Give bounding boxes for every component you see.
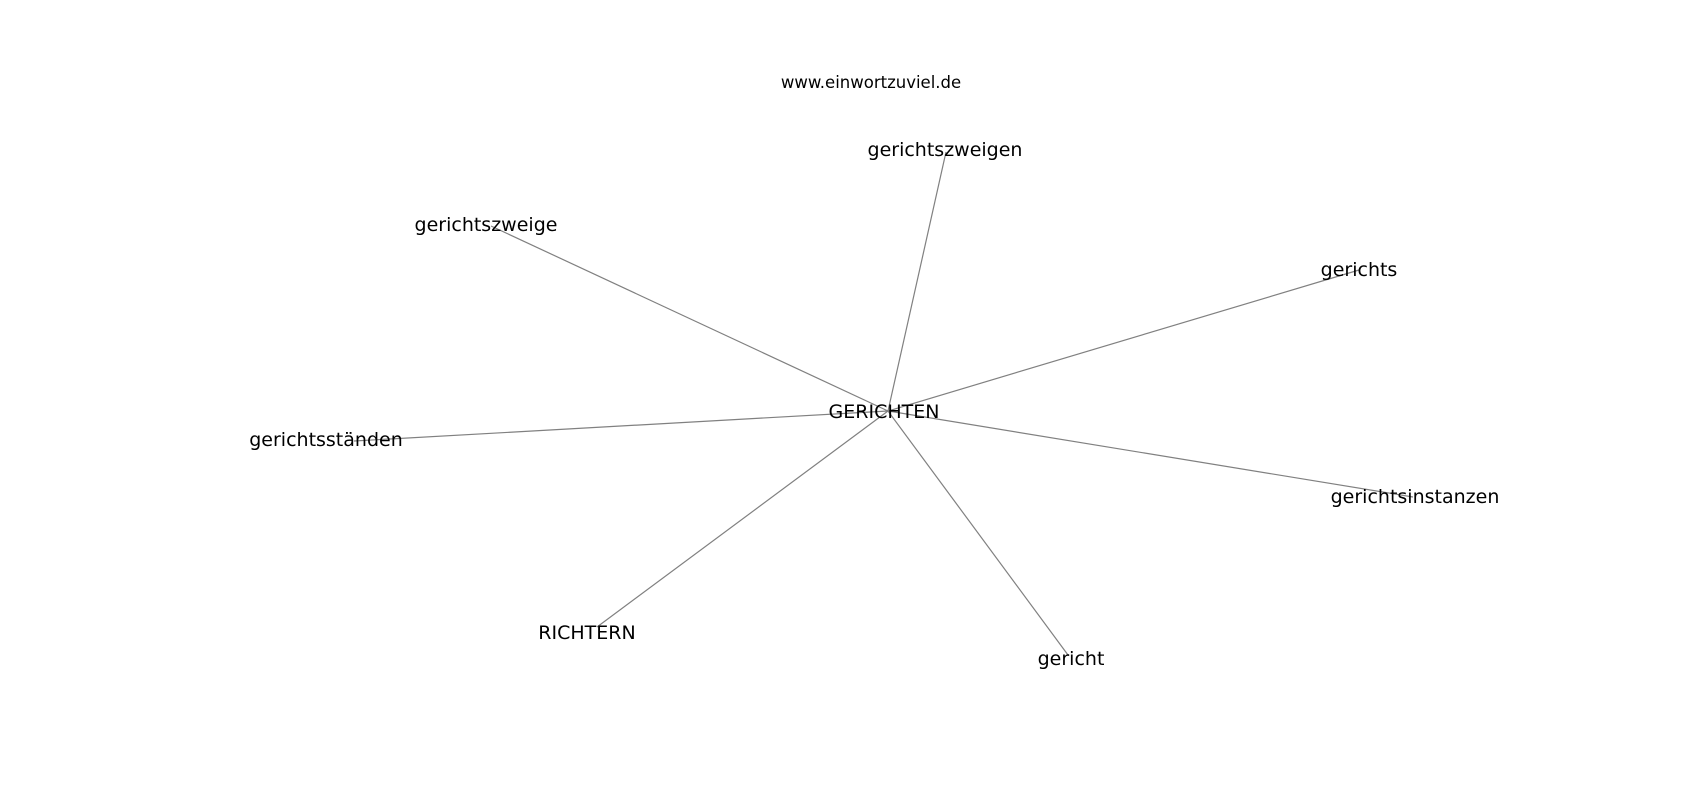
- site-label: www.einwortzuviel.de: [781, 73, 961, 92]
- node-label-richtern: RICHTERN: [538, 622, 635, 644]
- edge-gerichtsstaenden: [353, 410, 889, 442]
- graph-edges: [353, 151, 1414, 656]
- node-label-gerichts: gerichts: [1321, 259, 1398, 281]
- node-label-gericht: gericht: [1038, 648, 1105, 670]
- edge-gerichts: [887, 269, 1360, 412]
- node-label-gerichtszweige: gerichtszweige: [415, 214, 558, 236]
- node-label-gerichtszweigen: gerichtszweigen: [868, 139, 1023, 161]
- node-label-gerichtsstaenden: gerichtsständen: [249, 429, 403, 451]
- graph-labels: GERICHTEN gerichtszweigen gerichtszweige…: [249, 139, 1499, 670]
- node-label-gerichtsinstanzen: gerichtsinstanzen: [1331, 486, 1500, 508]
- center-node-label: GERICHTEN: [829, 401, 940, 423]
- edge-richtern: [596, 410, 889, 628]
- edge-gerichtszweigen: [887, 151, 947, 412]
- edge-gericht: [887, 410, 1069, 656]
- edge-gerichtsinstanzen: [887, 410, 1414, 498]
- edge-gerichtszweige: [490, 225, 889, 412]
